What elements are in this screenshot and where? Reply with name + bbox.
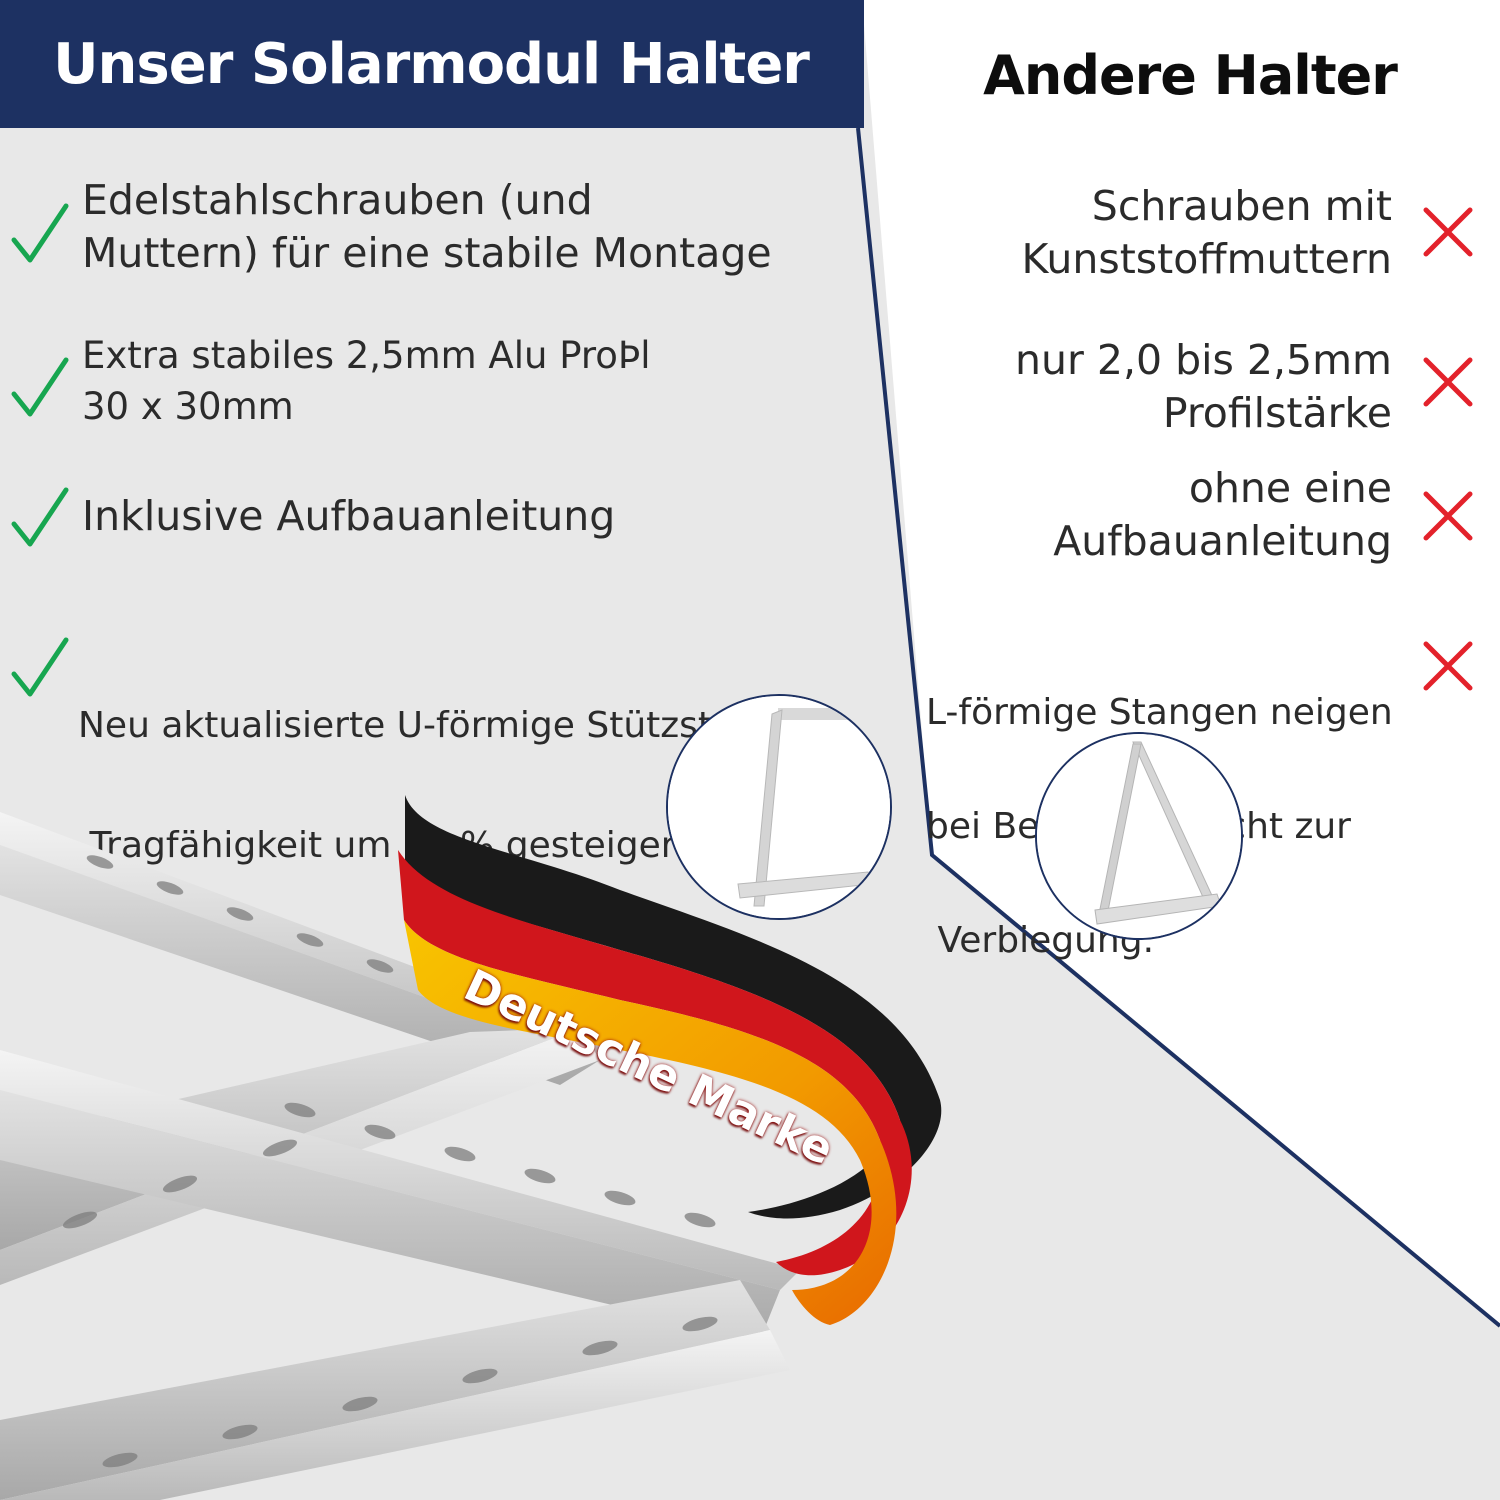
- left-item-3-line-1: Inklusive Aufbauanleitung: [82, 492, 616, 540]
- right-title-bar: Andere Halter: [900, 30, 1480, 120]
- l-shaped-bracket-photo: [1035, 732, 1243, 940]
- left-title-bar: Unser Solarmodul Halter: [0, 0, 862, 128]
- german-flag-ribbon: [398, 795, 942, 1325]
- aluminium-rails-illustration: [0, 812, 800, 1500]
- left-item-1-line-2: Muttern) für eine stabile Montage: [82, 229, 772, 277]
- cross-icon: [1420, 204, 1476, 260]
- left-item-2-line-2: 30 x 30mm: [82, 385, 294, 428]
- check-icon: [10, 354, 70, 420]
- check-icon: [10, 634, 70, 700]
- check-icon: [10, 200, 70, 266]
- right-item-3: ohne eine Aufbauanleitung: [1053, 462, 1392, 568]
- cross-icon: [1420, 638, 1476, 694]
- right-item-3-line-2: Aufbauanleitung: [1053, 517, 1392, 565]
- right-item-1-line-2: Kunststoffmuttern: [1021, 235, 1392, 283]
- right-title: Andere Halter: [983, 43, 1398, 107]
- cross-icon: [1420, 488, 1476, 544]
- right-item-4-line-1: L-förmige Stangen neigen: [926, 692, 1393, 733]
- left-item-1-line-1: Edelstahlschrauben (und: [82, 176, 593, 224]
- right-item-2-line-1: nur 2,0 bis 2,5mm: [1015, 336, 1392, 384]
- right-item-1: Schrauben mit Kunststoffmuttern: [1022, 180, 1392, 286]
- check-icon: [10, 484, 70, 550]
- cross-icon: [1420, 354, 1476, 410]
- left-item-2-line-1: Extra stabiles 2,5mm Alu ProÞl: [82, 334, 651, 377]
- right-item-3-line-1: ohne eine: [1188, 464, 1392, 512]
- left-item-3: Inklusive Aufbauanleitung: [82, 490, 615, 543]
- right-item-1-line-1: Schrauben mit: [1091, 182, 1392, 230]
- left-item-1: Edelstahlschrauben (und Muttern) für ein…: [82, 174, 772, 280]
- u-shaped-bracket-photo: [666, 694, 892, 920]
- left-item-2: Extra stabiles 2,5mm Alu ProÞl 30 x 30mm: [82, 330, 651, 432]
- left-title: Unser Solarmodul Halter: [53, 31, 810, 97]
- right-item-2: nur 2,0 bis 2,5mm Profilstärke: [1015, 334, 1392, 440]
- right-item-2-line-2: Profilstärke: [1162, 389, 1392, 437]
